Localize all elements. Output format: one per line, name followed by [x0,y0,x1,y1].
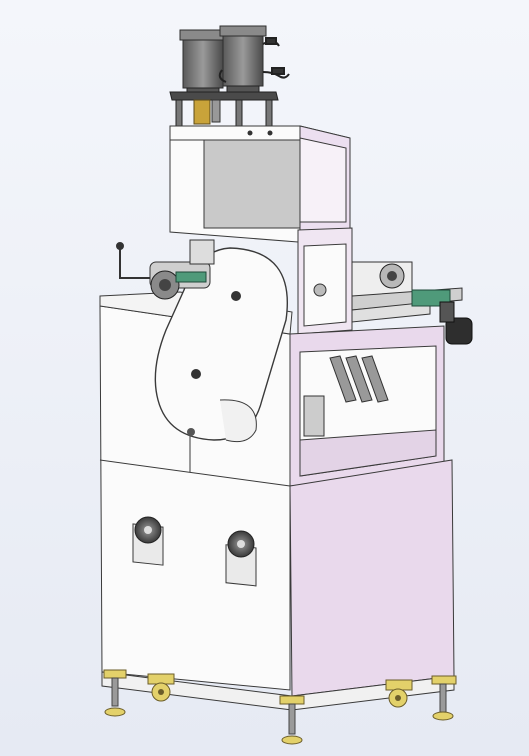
caster-wheel-right [385,679,413,708]
servo-motor-left [179,29,227,99]
leveling-foot-front-center [279,695,305,745]
pivot-top [231,291,241,301]
leveling-foot-rear-right [431,675,457,721]
sensor-cylinder [439,301,473,345]
feed-rail-assembly [351,261,463,323]
leveling-foot-front-left [103,669,127,717]
rotary-arm-plate [154,247,288,443]
cabinet-interior-parts [303,355,389,437]
housing-window [203,139,301,229]
upper-housing [169,125,351,243]
hand-crank-handle [116,242,150,279]
motor-mount-plate [169,91,279,129]
motor-cables [218,37,290,83]
cooling-fan-right [225,530,257,587]
caster-wheel-left [147,673,175,702]
cooling-fan-left [132,516,164,566]
gear-assembly-left [149,239,215,300]
servo-motor-right [219,25,267,97]
pivot-bottom [191,369,201,379]
lower-cabinet-right [289,325,455,697]
upper-support-column [297,227,353,335]
